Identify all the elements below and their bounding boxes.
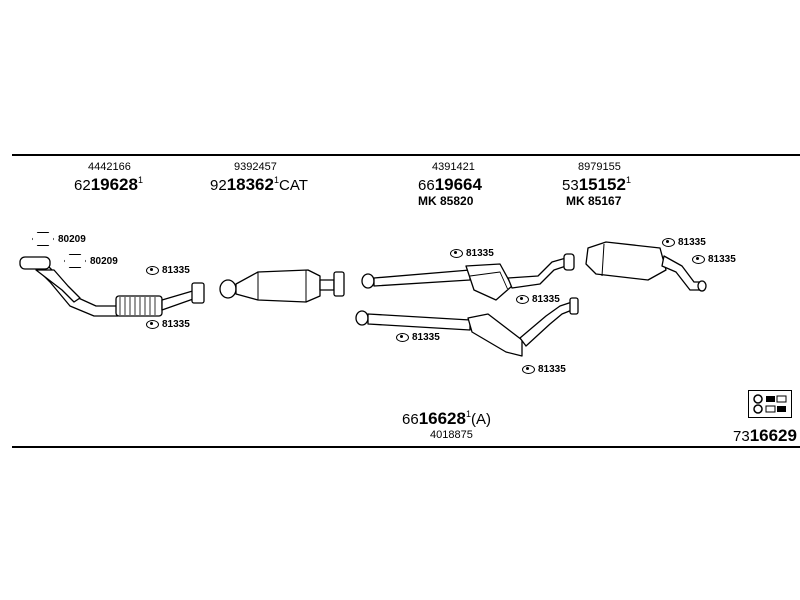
- rubber-mount-icon: [450, 249, 463, 258]
- oe-number-middle-silencer: 4391421: [432, 161, 475, 173]
- clip-label-8: 81335: [692, 254, 736, 265]
- rubber-mount-icon: [516, 295, 529, 304]
- clip-label-7: 81335: [662, 237, 706, 248]
- front-pipe-flange: [19, 256, 51, 270]
- clip-label-6: 81335: [522, 364, 566, 375]
- catalyst-body: [235, 269, 321, 303]
- part-number-front-pipe: 62196281: [74, 175, 143, 194]
- lower-silencer-box: [467, 313, 523, 357]
- gasket-label-2: 80209: [64, 254, 118, 268]
- top-rule: [12, 154, 800, 156]
- middle-pipe-inlet: [361, 273, 375, 289]
- rubber-mount-icon: [662, 238, 675, 247]
- rear-silencer-box: [585, 241, 667, 281]
- lower-pipe-outlet: [519, 301, 573, 347]
- mounting-kit-rear-silencer: MK 85167: [566, 194, 622, 208]
- rubber-mount-icon: [522, 365, 535, 374]
- rubber-mount-icon: [146, 320, 159, 329]
- front-pipe-branch: [35, 269, 81, 303]
- rubber-mount-icon: [146, 266, 159, 275]
- mounting-kit-logo-icon: [748, 390, 792, 418]
- bottom-rule: [12, 446, 800, 448]
- middle-pipe-outlet: [507, 257, 567, 289]
- clip-label-3: 81335: [450, 248, 494, 259]
- gasket-icon: [32, 232, 54, 246]
- rear-tailpipe-end: [697, 280, 707, 292]
- clip-label-4: 81335: [516, 294, 560, 305]
- rubber-mount-icon: [396, 333, 409, 342]
- clip-label-2: 81335: [146, 319, 190, 330]
- gasket-icon: [64, 254, 86, 268]
- oe-number-rear-silencer: 8979155: [578, 161, 621, 173]
- lower-pipe-outlet-flange: [569, 297, 579, 315]
- part-number-complete-system: 66166281(A): [402, 409, 491, 428]
- catalyst-outlet-flange: [333, 271, 345, 297]
- clip-label-5: 81335: [396, 332, 440, 343]
- part-number-middle-silencer: 6619664: [418, 175, 482, 194]
- clip-label-1: 81335: [146, 265, 190, 276]
- middle-pipe-outlet-flange: [563, 253, 575, 271]
- front-pipe-end-flange: [191, 282, 205, 304]
- part-number-corner: 7316629: [733, 426, 797, 445]
- middle-pipe-upper: [373, 269, 471, 287]
- oe-number-front-pipe: 4442166: [88, 161, 131, 173]
- oe-number-catalyst: 9392457: [234, 161, 277, 173]
- gasket-label-1: 80209: [32, 232, 86, 246]
- rubber-mount-icon: [692, 255, 705, 264]
- lower-pipe: [367, 313, 471, 331]
- front-pipe-tail: [161, 289, 197, 311]
- part-number-catalyst: 92183621CAT: [210, 175, 308, 194]
- catalyst-inlet-flange: [219, 279, 237, 299]
- mounting-kit-middle-silencer: MK 85820: [418, 194, 474, 208]
- lower-pipe-inlet: [355, 310, 369, 326]
- catalyst-outlet-pipe: [319, 279, 335, 291]
- part-number-rear-silencer: 53151521: [562, 175, 631, 194]
- oe-number-complete-system: 4018875: [430, 429, 473, 441]
